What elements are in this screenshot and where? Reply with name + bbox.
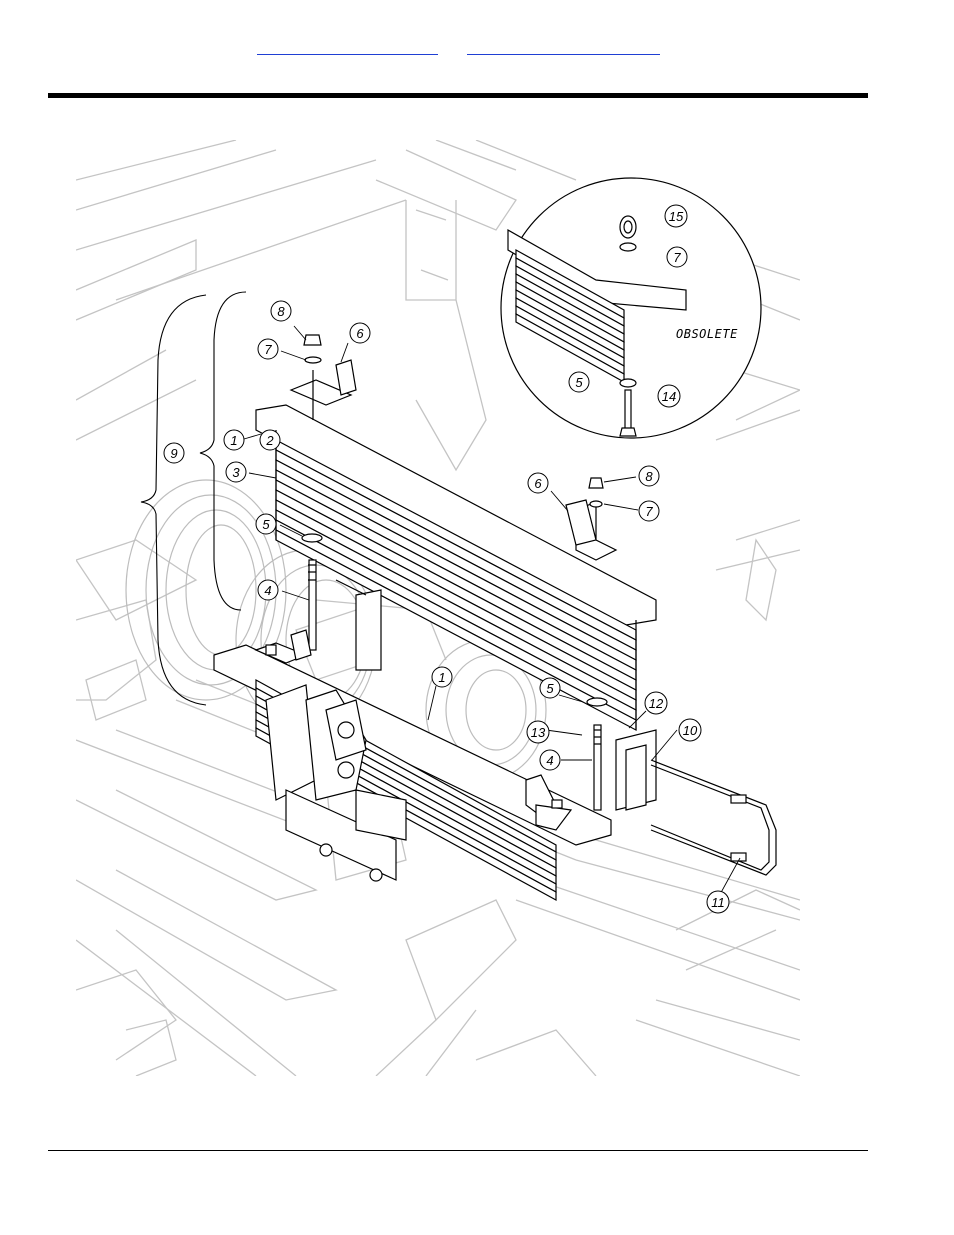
callout-bubble <box>666 246 688 268</box>
callout-bubble <box>638 500 660 522</box>
callout-bubble <box>664 204 688 228</box>
callout-bubble <box>644 691 668 715</box>
hardware <box>254 334 777 876</box>
callout-bubble <box>706 890 730 914</box>
callout-bubble <box>270 300 292 322</box>
callout-bubble <box>568 371 590 393</box>
callout-bubble <box>431 666 453 688</box>
parts-diagram: 9 1 2 3 5 4 8 7 6 1 5 4 6 7 8 10 11 12 1… <box>76 140 800 1076</box>
callout-bubble <box>163 442 185 464</box>
header-rule <box>48 93 868 98</box>
lower-bracket <box>265 684 407 882</box>
callout-14: 14 <box>662 389 676 404</box>
callout-5: 5 <box>262 517 270 532</box>
upper-spring-stack <box>255 404 657 731</box>
callout-4-lower: 4 <box>546 753 553 768</box>
callout-8-right: 8 <box>645 469 653 484</box>
callout-bubble <box>539 677 561 699</box>
callout-9: 9 <box>170 446 177 461</box>
footer-rule <box>48 1150 868 1151</box>
callout-15: 15 <box>669 209 684 224</box>
callout-bubble <box>526 720 550 744</box>
callout-bubble <box>349 322 371 344</box>
callout-12: 12 <box>649 696 664 711</box>
callout-bubble <box>657 384 681 408</box>
callout-10: 10 <box>683 723 698 738</box>
nav-link-next[interactable] <box>467 40 660 55</box>
callout-1: 1 <box>230 433 237 448</box>
callout-7: 7 <box>264 342 272 357</box>
callouts <box>163 204 730 914</box>
callout-bubble <box>638 465 660 487</box>
callout-4: 4 <box>264 583 271 598</box>
callout-bubble <box>223 429 245 451</box>
callout-labels: 9 1 2 3 5 4 8 7 6 1 5 4 6 7 8 10 11 12 1… <box>170 209 724 910</box>
callout-3: 3 <box>232 465 240 480</box>
nav-link-previous[interactable] <box>257 40 438 55</box>
obsolete-label: OBSOLETE <box>676 327 738 341</box>
callout-2: 2 <box>265 433 274 448</box>
callout-7-right: 7 <box>645 504 653 519</box>
callout-bubble <box>539 749 561 771</box>
callout-bubble <box>259 429 281 451</box>
callout-8: 8 <box>277 304 285 319</box>
callout-1-lower: 1 <box>438 670 445 685</box>
callout-bubble <box>527 472 549 494</box>
callout-5-lower: 5 <box>546 681 554 696</box>
detail-circle <box>500 177 762 439</box>
leader-lines <box>243 215 741 899</box>
callout-bubble <box>255 513 277 535</box>
callout-5-detail: 5 <box>575 375 583 390</box>
callout-bubble <box>257 338 279 360</box>
callout-7-detail: 7 <box>673 250 681 265</box>
callout-bubble <box>678 718 702 742</box>
callout-bubble <box>257 579 279 601</box>
callout-6-right: 6 <box>534 476 542 491</box>
callout-11: 11 <box>711 895 725 910</box>
callout-13: 13 <box>531 725 546 740</box>
callout-bubble <box>225 461 247 483</box>
callout-6: 6 <box>356 326 364 341</box>
group-braces <box>140 291 247 706</box>
